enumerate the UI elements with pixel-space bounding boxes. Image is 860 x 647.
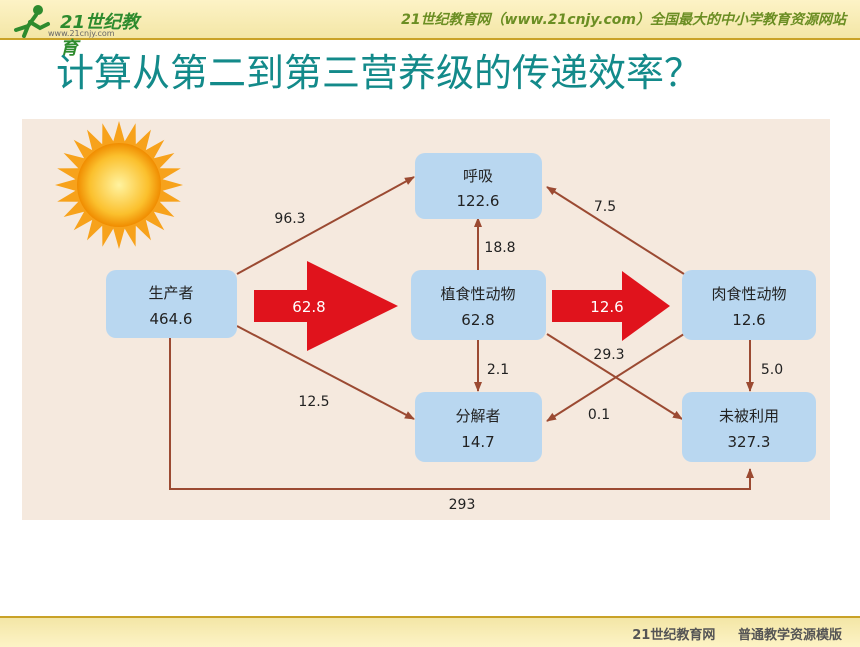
- footer-text: 21世纪教育网 普通教学资源模版: [632, 628, 842, 643]
- decomposer-name: 分解者: [455, 407, 500, 425]
- energy-flow-diagram: 呼吸 122.6 生产者 464.6 植食性动物 62.8 肉食性动物 12.6…: [22, 119, 830, 520]
- node-respiration: 呼吸 122.6: [415, 153, 542, 219]
- flow-label-0-1: 0.1: [588, 407, 610, 423]
- flow-label-96-3: 96.3: [274, 211, 305, 227]
- carnivore-value: 12.6: [732, 311, 765, 329]
- carnivore-name: 肉食性动物: [711, 285, 786, 303]
- decomposer-value: 14.7: [461, 433, 494, 451]
- respiration-name: 呼吸: [463, 167, 493, 185]
- respiration-value: 122.6: [457, 192, 500, 210]
- flow-label-7-5: 7.5: [594, 199, 616, 215]
- flow-label-2-1: 2.1: [487, 362, 509, 378]
- header-bar: 21世纪教育 www.21cnjy.com 21世纪教育网（www.21cnjy…: [0, 0, 860, 59]
- node-decomposer: 分解者 14.7: [415, 392, 542, 462]
- producer-name: 生产者: [148, 284, 193, 302]
- energy-flow-svg: 呼吸 122.6 生产者 464.6 植食性动物 62.8 肉食性动物 12.6…: [55, 121, 816, 513]
- site-title: 21世纪教育网（www.21cnjy.com）全国最大的中小学教育资源网站: [401, 12, 846, 28]
- site-logo[interactable]: 21世纪教育 www.21cnjy.com: [8, 2, 148, 59]
- flow-label-12-6: 12.6: [590, 298, 623, 316]
- flow-label-293: 293: [449, 497, 476, 513]
- flow-label-29-3: 29.3: [593, 347, 624, 363]
- arrow-producer-decomposer: [236, 325, 415, 420]
- logo-text: 21世纪教育: [60, 12, 140, 59]
- arrow-carnivore-decomposer: [546, 333, 685, 422]
- flow-label-62-8: 62.8: [292, 298, 325, 316]
- node-producer: 生产者 464.6: [106, 270, 237, 338]
- flow-label-12-5: 12.5: [298, 394, 329, 410]
- flow-label-5-0: 5.0: [761, 362, 783, 378]
- arrow-herbivore-unused: [546, 333, 683, 420]
- runner-logo-icon: [14, 5, 50, 38]
- arrow-carnivore-respiration: [546, 186, 685, 275]
- flow-label-18-8: 18.8: [484, 240, 515, 256]
- footer-bar: 21世纪教育网 普通教学资源模版: [0, 616, 860, 647]
- node-herbivore: 植食性动物 62.8: [411, 270, 546, 340]
- sun-icon: [55, 121, 183, 249]
- logo-url: www.21cnjy.com: [48, 29, 115, 38]
- arrow-producer-respiration: [236, 176, 415, 275]
- big-arrow-producer-herbivore: [254, 261, 398, 351]
- node-unused: 未被利用 327.3: [682, 392, 816, 462]
- unused-value: 327.3: [728, 433, 771, 451]
- big-arrow-herbivore-carnivore: [552, 271, 670, 341]
- herbivore-name: 植食性动物: [440, 285, 515, 303]
- herbivore-value: 62.8: [461, 311, 494, 329]
- arrow-producer-unused: [169, 338, 754, 490]
- node-carnivore: 肉食性动物 12.6: [682, 270, 816, 340]
- slide-title: 计算从第二到第三营养级的传递效率？: [56, 51, 703, 95]
- unused-name: 未被利用: [719, 407, 779, 425]
- producer-value: 464.6: [150, 310, 193, 328]
